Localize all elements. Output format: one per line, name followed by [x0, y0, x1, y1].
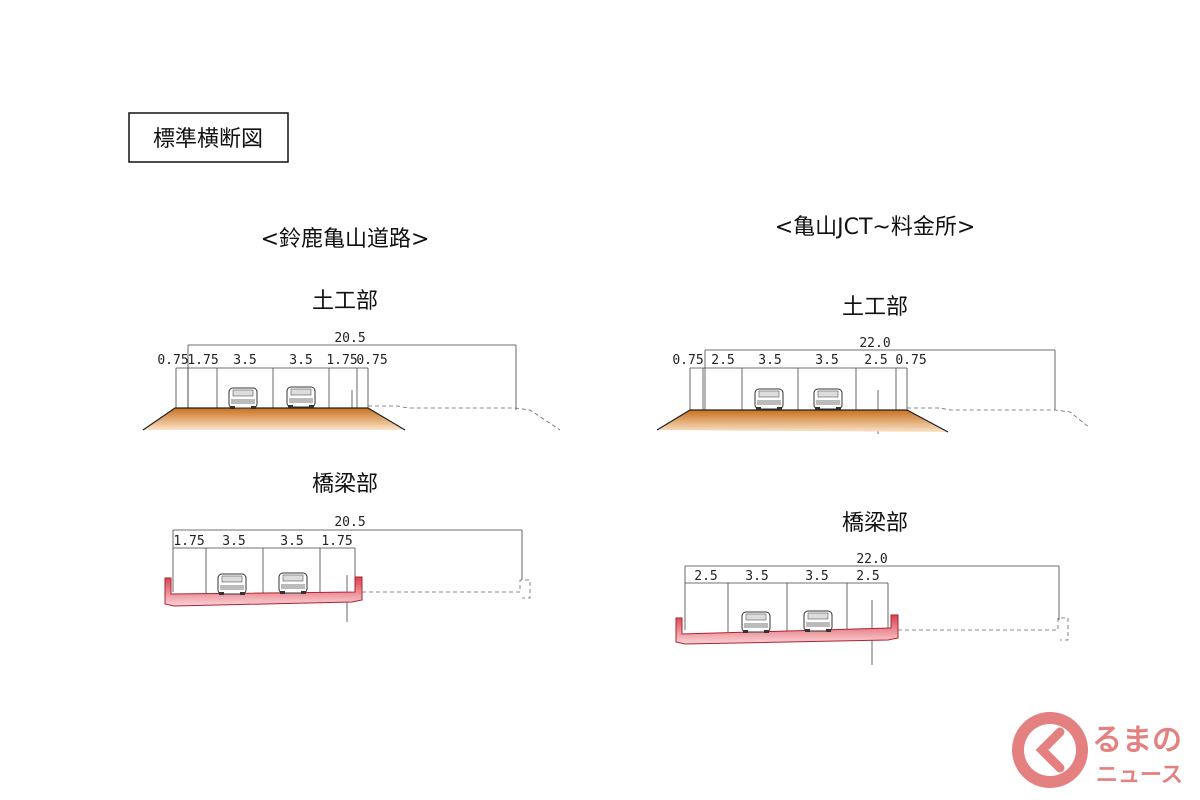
section-heading-right: <亀山JCT~料金所>	[775, 215, 976, 240]
dim-label: 3.5	[805, 569, 828, 584]
logo-subtext: ニュース	[1096, 763, 1183, 788]
dim-label: 2.5	[856, 569, 879, 584]
dim-label: 3.5	[289, 353, 312, 368]
kurumano-news-logo: るまの ニュース	[1012, 712, 1183, 788]
dim-label: 2.5	[711, 353, 734, 368]
earthwork-label: 土工部	[842, 295, 908, 320]
total-width: 22.0	[859, 336, 890, 351]
car-icon	[217, 573, 247, 596]
logo-text: るまの	[1092, 723, 1182, 758]
bridge-label: 橋梁部	[842, 511, 908, 536]
dim-label: 1.75	[173, 534, 204, 549]
earthwork-section-left: 土工部 20.5 0.75 1.75 3.5 3.5 1.75 0.75	[142, 289, 561, 431]
earthwork-label: 土工部	[312, 289, 378, 314]
total-width: 22.0	[856, 552, 887, 567]
car-icon	[741, 611, 771, 634]
total-width: 20.5	[334, 515, 365, 530]
car-icon	[754, 388, 784, 411]
dim-label: 1.75	[326, 353, 357, 368]
bridge-label: 橋梁部	[312, 472, 378, 497]
car-icon	[278, 572, 308, 595]
embankment	[657, 410, 948, 432]
car-icon	[813, 388, 843, 411]
car-icon	[228, 387, 258, 410]
dim-label: 0.75	[356, 353, 387, 368]
dim-label: 3.5	[815, 353, 838, 368]
car-icon	[803, 610, 833, 633]
bridge-deck	[164, 576, 363, 607]
dim-label: 1.75	[187, 353, 218, 368]
car-icon	[286, 386, 316, 409]
dim-label: 3.5	[745, 569, 768, 584]
dim-label: 0.75	[157, 353, 188, 368]
dim-label: 2.5	[694, 569, 717, 584]
dim-label: 1.75	[321, 534, 352, 549]
page-title: 標準横断図	[153, 127, 263, 152]
title-box	[128, 112, 289, 163]
bridge-section-left: 橋梁部 20.5 1.75 3.5 3.5 1.75	[164, 472, 531, 622]
total-width: 20.5	[334, 331, 365, 346]
earthwork-section-right: 土工部 22.0 0.75 2.5 3.5 3.5 2.5 0.75	[656, 295, 1091, 434]
embankment	[143, 408, 405, 430]
section-heading-left: <鈴鹿亀山道路>	[261, 227, 430, 252]
dim-label: 3.5	[233, 353, 256, 368]
dim-label: 0.75	[672, 353, 703, 368]
bridge-deck	[675, 614, 899, 645]
dim-label: 0.75	[895, 353, 926, 368]
bridge-section-right: 橋梁部 22.0 2.5 3.5 3.5 2.5	[675, 511, 1069, 665]
dim-label: 3.5	[222, 534, 245, 549]
dim-label: 3.5	[280, 534, 303, 549]
dim-label: 2.5	[864, 353, 887, 368]
dim-label: 3.5	[758, 353, 781, 368]
